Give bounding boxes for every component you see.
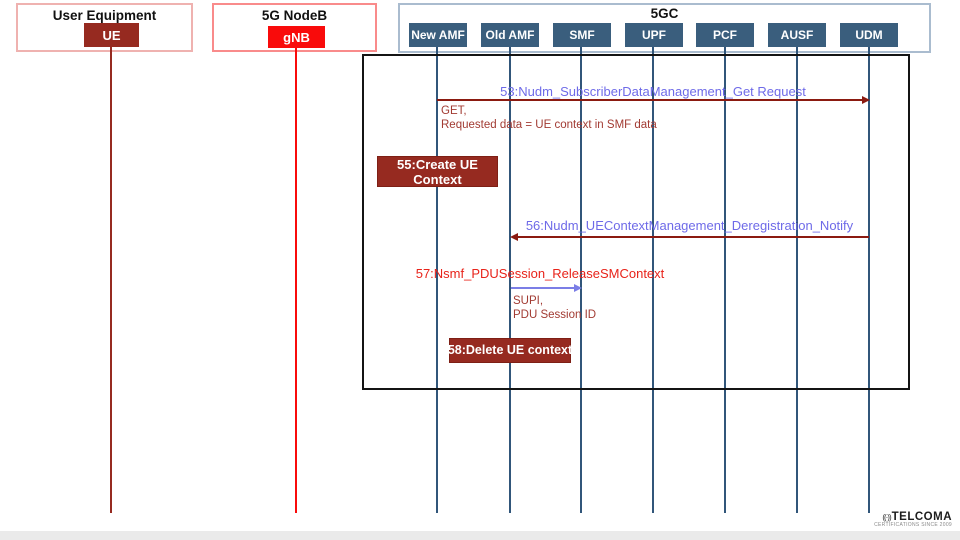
pcf-lifeline [724,47,726,513]
upf-lifeline [652,47,654,513]
signal-waves-icon: ((·)) [882,512,891,522]
new-amf-lifeline [436,47,438,513]
message-57-arrow [511,287,575,289]
message-56-arrow [514,236,869,238]
gnodeb-title: 5G NodeB [261,8,328,23]
ausf-node-chip: AUSF [768,23,826,47]
smf-node-chip: SMF [553,23,611,47]
ue-lifeline [110,47,112,513]
bottom-band [0,531,960,540]
ue-node-chip: UE [84,23,139,47]
udm-lifeline [868,47,870,513]
message-57-annotation-line1: SUPI, [513,295,544,307]
message-57-label: 57:Nsmf_PDUSession_ReleaseSMContext [415,266,665,281]
watermark-tagline: CERTIFICATIONS SINCE 2009 [874,522,952,528]
action-58-delete-ue-context: 58:Delete UE context [448,338,572,363]
message-53-arrow [437,99,862,101]
user-equipment-title: User Equipment [52,8,157,23]
gnb-node-chip: gNB [268,26,325,48]
message-53-annotation-line2: Requested data = UE context in SMF data [441,119,657,131]
message-57-arrowhead-right [574,284,582,292]
message-53-annotation: GET, Requested data = UE context in SMF … [441,104,657,132]
5gc-title: 5GC [650,6,679,21]
interaction-frame [362,54,910,390]
smf-lifeline [580,47,582,513]
ausf-lifeline [796,47,798,513]
action-55-create-ue-context: 55:Create UE Context [377,156,498,187]
gnb-lifeline [295,48,297,513]
message-53-annotation-line1: GET, [441,105,467,117]
watermark-brand: TELCOMA [891,511,952,523]
upf-node-chip: UPF [625,23,683,47]
old-amf-node-chip: Old AMF [481,23,539,47]
telcoma-watermark: ((·)) TELCOMA CERTIFICATIONS SINCE 2009 [874,511,952,528]
pcf-node-chip: PCF [696,23,754,47]
udm-node-chip: UDM [840,23,898,47]
message-57-annotation-line2: PDU Session ID [513,309,597,321]
old-amf-lifeline [509,47,511,513]
message-57-annotation: SUPI, PDU Session ID [513,294,596,322]
message-56-label: 56:Nudm_UEContextManagement_Deregistrati… [525,218,854,233]
new-amf-node-chip: New AMF [409,23,467,47]
message-53-arrowhead-right [862,96,870,104]
message-53-label: 53:Nudm_SubscriberDataManagement_Get Req… [500,84,806,99]
message-56-arrowhead-left [510,233,518,241]
